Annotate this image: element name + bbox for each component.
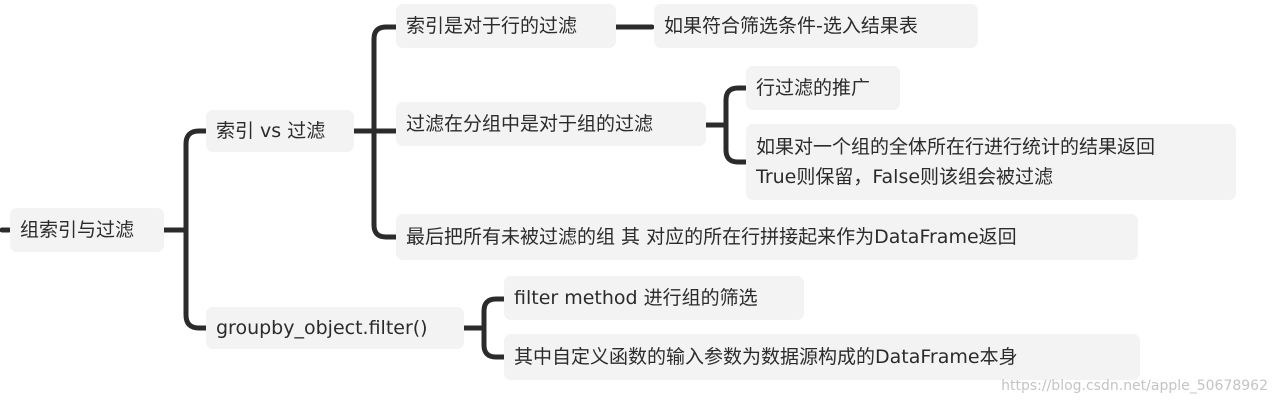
root-connector	[161, 128, 209, 331]
index-result-node: 如果符合筛选条件-选入结果表	[654, 4, 978, 48]
group-stat-line2: True则保留，False则该组会被过滤	[756, 166, 1054, 188]
custom-function-node: 其中自定义函数的输入参数为数据源构成的DataFrame本身	[504, 334, 1140, 380]
index-vs-filter-connector	[351, 24, 399, 240]
group-filter-node: 过滤在分组中是对于组的过滤	[396, 102, 706, 146]
group-filter-label: 过滤在分组中是对于组的过滤	[406, 113, 654, 135]
concat-result-label: 最后把所有未被过滤的组 其 对应的所在行拼接起来作为DataFrame返回	[406, 226, 1017, 248]
root-label: 组索引与过滤	[20, 219, 135, 241]
branch-groupby-filter-node: groupby_object.filter()	[206, 307, 464, 349]
group-stat-line1: 如果对一个组的全体所在行进行统计的结果返回	[756, 136, 1156, 158]
filter-method-label: filter method 进行组的筛选	[514, 287, 758, 309]
group-stat-node: 如果对一个组的全体所在行进行统计的结果返回 True则保留，False则该组会被…	[746, 124, 1236, 200]
group-filter-connector	[703, 85, 749, 165]
filter-method-node: filter method 进行组的筛选	[504, 276, 804, 320]
index-row-filter-label: 索引是对于行的过滤	[406, 15, 578, 37]
index-row-filter-node: 索引是对于行的过滤	[396, 4, 616, 48]
index-result-label: 如果符合筛选条件-选入结果表	[664, 15, 918, 37]
concat-result-node: 最后把所有未被过滤的组 其 对应的所在行拼接起来作为DataFrame返回	[396, 214, 1138, 260]
watermark-text: https://blog.csdn.net/apple_50678962	[1001, 378, 1268, 394]
row-filter-generalization-node: 行过滤的推广	[746, 66, 900, 110]
branch-index-vs-filter-node: 索引 vs 过滤	[206, 110, 354, 152]
custom-function-label: 其中自定义函数的输入参数为数据源构成的DataFrame本身	[514, 346, 1018, 368]
row-filter-generalization-label: 行过滤的推广	[756, 77, 871, 99]
groupby-filter-connector	[461, 296, 507, 360]
branch-index-vs-filter-label: 索引 vs 过滤	[216, 120, 326, 142]
branch-groupby-filter-label: groupby_object.filter()	[216, 317, 428, 339]
root-node: 组索引与过滤	[10, 208, 164, 252]
